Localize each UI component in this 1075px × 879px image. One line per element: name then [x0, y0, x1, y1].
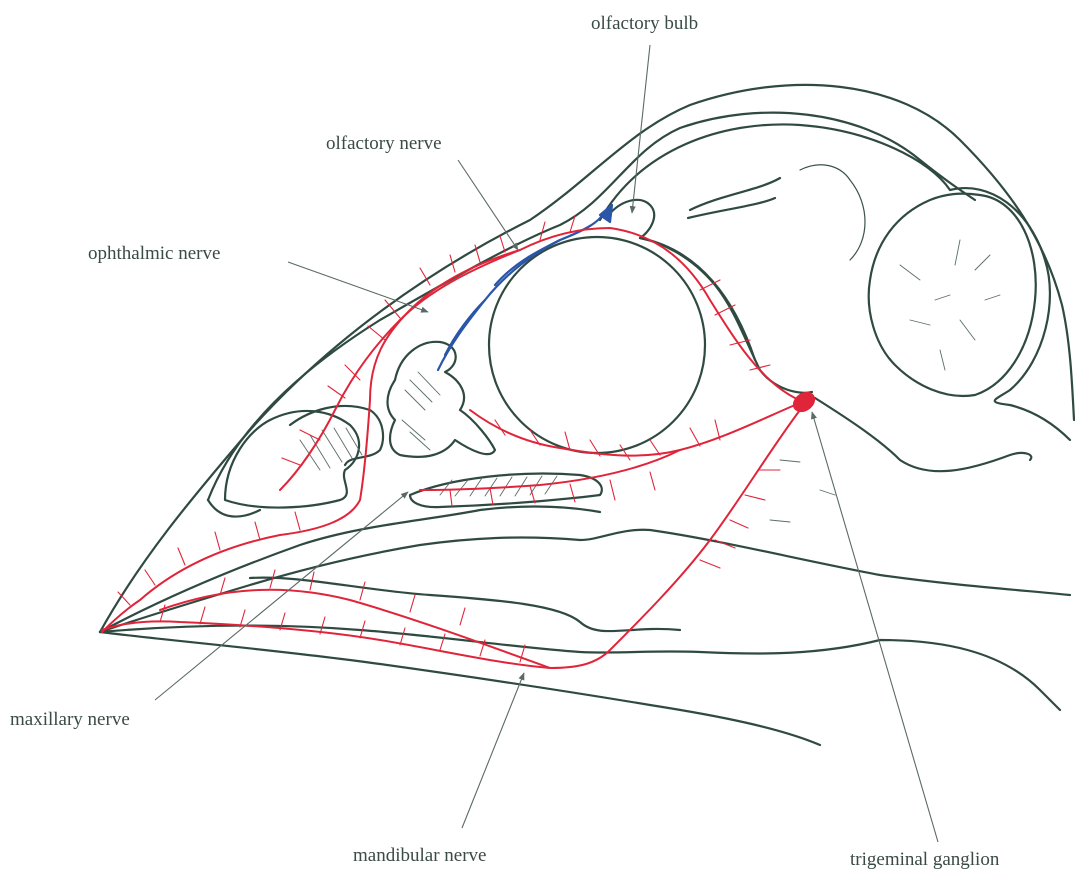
label-mandibular-nerve: mandibular nerve [353, 846, 486, 865]
label-ophthalmic-nerve: ophthalmic nerve [88, 244, 220, 263]
bone-hatching [300, 240, 1000, 522]
leader-trigeminal-ganglion [812, 412, 938, 842]
trigeminal-nerve-paths [102, 216, 819, 668]
label-olfactory-bulb: olfactory bulb [591, 14, 698, 33]
head-outline [100, 85, 1074, 745]
leader-ophthalmic-nerve [288, 262, 428, 312]
leader-maxillary-nerve [155, 492, 408, 700]
label-olfactory-nerve: olfactory nerve [326, 134, 442, 153]
leader-olfactory-nerve [458, 160, 518, 250]
label-trigeminal-ganglion: trigeminal ganglion [850, 850, 999, 869]
leader-mandibular-nerve [462, 673, 524, 828]
label-maxillary-nerve: maxillary nerve [10, 710, 130, 729]
